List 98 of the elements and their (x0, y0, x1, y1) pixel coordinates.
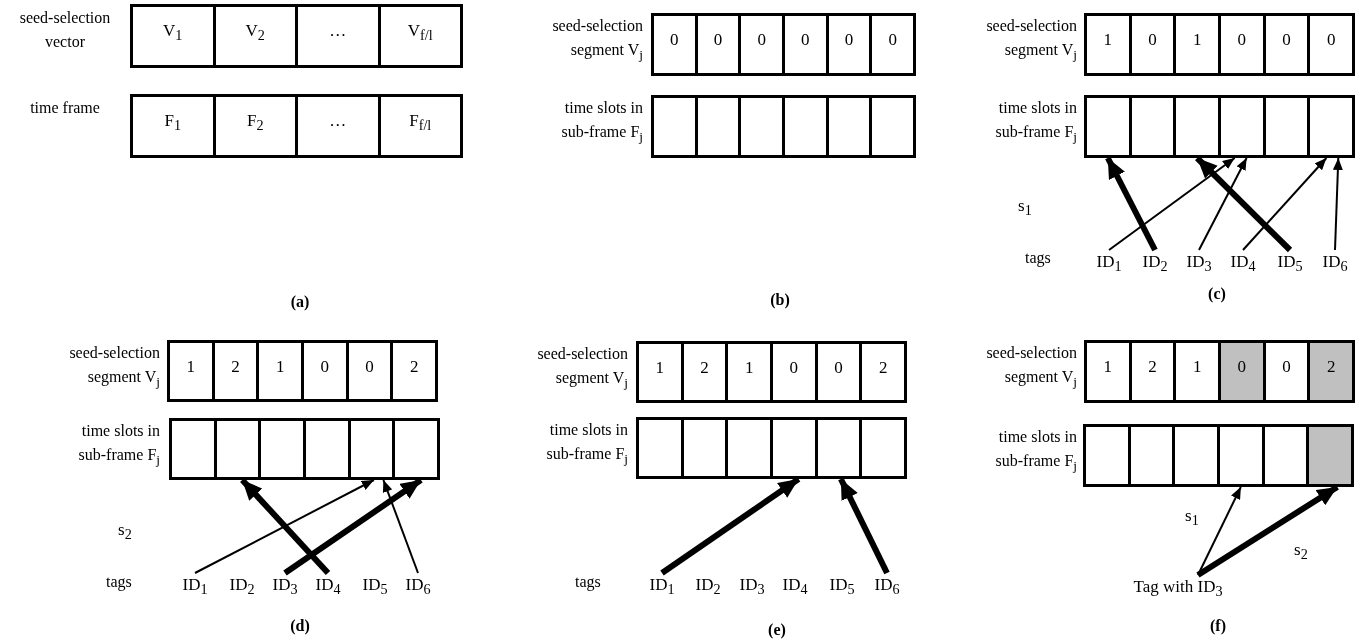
row-label: time slots in sub-frame F$_{j}$ (77, 421, 160, 470)
time-slot-cell (782, 95, 829, 158)
time-slot-cell (1172, 424, 1220, 487)
vector-cell: 1 (1084, 340, 1132, 403)
vector-cell: … (295, 4, 381, 68)
arrow (1105, 156, 1158, 252)
tag-id-label: ID$_{2}$ (222, 575, 262, 599)
time-slot-cell: F$_{1}$ (130, 94, 216, 158)
arrow (1332, 157, 1343, 251)
stage-label: s$_{2}$ (118, 519, 133, 545)
row-label: time slots in sub-frame F$_{j}$ (994, 427, 1077, 476)
vector-cell: 1 (167, 340, 215, 402)
arrow (1195, 155, 1293, 253)
arrow (283, 477, 423, 576)
vector-cell: 2 (859, 341, 907, 403)
tag-id-label: ID$_{5}$ (1270, 252, 1310, 276)
tag-id-label: ID$_{3}$ (1179, 252, 1219, 276)
vector-cell: 0 (1218, 13, 1266, 76)
vector-cell: 1 (1084, 13, 1132, 76)
stage-label: s$_{1}$ (1018, 195, 1033, 221)
time-slot-cell (1173, 95, 1221, 158)
vector-cell: 2 (390, 340, 438, 402)
row-label: tags (575, 572, 602, 593)
arrow (838, 477, 890, 575)
time-slot-cell (725, 417, 773, 479)
arrow (1242, 157, 1328, 251)
arrow (1108, 157, 1236, 251)
time-slot-cell (1307, 95, 1355, 158)
time-slot-cell (258, 418, 306, 480)
vector-cell: 0 (770, 341, 818, 403)
time-slot-cell (1084, 95, 1132, 158)
time-slot-cell (1083, 424, 1131, 487)
arrow (1197, 486, 1242, 576)
panel-label: (d) (289, 616, 311, 637)
vector-cell: 0 (782, 13, 829, 76)
vector-cell: 0 (1307, 13, 1355, 76)
vector-cell: 0 (869, 13, 916, 76)
panel-label: (e) (767, 620, 787, 641)
row-label: time slots in sub-frame F$_{j}$ (560, 98, 643, 147)
row-label: tags (106, 572, 133, 593)
arrow (660, 476, 801, 576)
tag-id-label: ID$_{1}$ (642, 575, 682, 599)
row-label: seed-selection segment V$_{j}$ (68, 343, 160, 392)
row-label: time frame (29, 98, 101, 118)
time-slot-cell (651, 95, 698, 158)
tag-id-label: ID$_{2}$ (688, 575, 728, 599)
vector-cell: 1 (636, 341, 684, 403)
tag-id-label: ID$_{5}$ (822, 575, 862, 599)
tag-id-label: ID$_{6}$ (398, 575, 438, 599)
time-slot-cell (303, 418, 351, 480)
row-label: tags (1025, 248, 1052, 269)
panel-label: (c) (1207, 284, 1227, 305)
panel-label: (b) (769, 290, 791, 311)
tag-id-label: ID$_{4}$ (1223, 252, 1263, 276)
tag-id-label: ID$_{3}$ (265, 575, 305, 599)
tag-id-label: ID$_{4}$ (308, 575, 348, 599)
row-label: time slots in sub-frame F$_{j}$ (545, 420, 628, 469)
arrow (382, 479, 419, 574)
vector-cell: 0 (738, 13, 785, 76)
time-slot-cell (636, 417, 684, 479)
arrow (194, 479, 375, 574)
time-slot-cell (1306, 424, 1354, 487)
vector-cell: 1 (1173, 13, 1221, 76)
time-slot-cell (738, 95, 785, 158)
tag-id-label: ID$_{2}$ (1135, 252, 1175, 276)
panel-label: (a) (289, 292, 311, 313)
row-label: seed-selection segment V$_{j}$ (985, 16, 1077, 65)
vector-cell: 2 (1307, 340, 1355, 403)
time-slot-cell (770, 417, 818, 479)
tag-id-label: ID$_{1}$ (175, 575, 215, 599)
vector-cell: 0 (651, 13, 698, 76)
time-slot-cell (169, 418, 217, 480)
time-slot-cell (1217, 424, 1265, 487)
tag-id-label: ID$_{5}$ (355, 575, 395, 599)
row-label: seed-selection vector (18, 8, 112, 52)
time-slot-cell (392, 418, 440, 480)
panel-label: (f) (1209, 616, 1227, 637)
row-label: seed-selection segment V$_{j}$ (985, 343, 1077, 392)
tag-id-label: ID$_{3}$ (732, 575, 772, 599)
tag-id-label: ID$_{1}$ (1089, 252, 1129, 276)
row-label: seed-selection segment V$_{j}$ (536, 344, 628, 393)
vector-cell: 0 (1218, 340, 1266, 403)
row-label: seed-selection segment V$_{j}$ (551, 16, 643, 65)
tag-label: Tag with ID$_{3}$ (1122, 577, 1234, 601)
tag-id-label: ID$_{6}$ (867, 575, 907, 599)
vector-cell: 0 (301, 340, 349, 402)
tag-id-label: ID$_{4}$ (775, 575, 815, 599)
arrow (240, 477, 331, 576)
vector-cell: 1 (725, 341, 773, 403)
tag-id-label: ID$_{6}$ (1315, 252, 1355, 276)
vector-cell: 1 (256, 340, 304, 402)
row-label: time slots in sub-frame F$_{j}$ (994, 98, 1077, 147)
time-slot-cell (1218, 95, 1266, 158)
time-slot-cell (859, 417, 907, 479)
arrow (1198, 157, 1248, 251)
time-slot-cell (869, 95, 916, 158)
vector-cell: V$_{1}$ (130, 4, 216, 68)
time-slot-cell: … (295, 94, 381, 158)
